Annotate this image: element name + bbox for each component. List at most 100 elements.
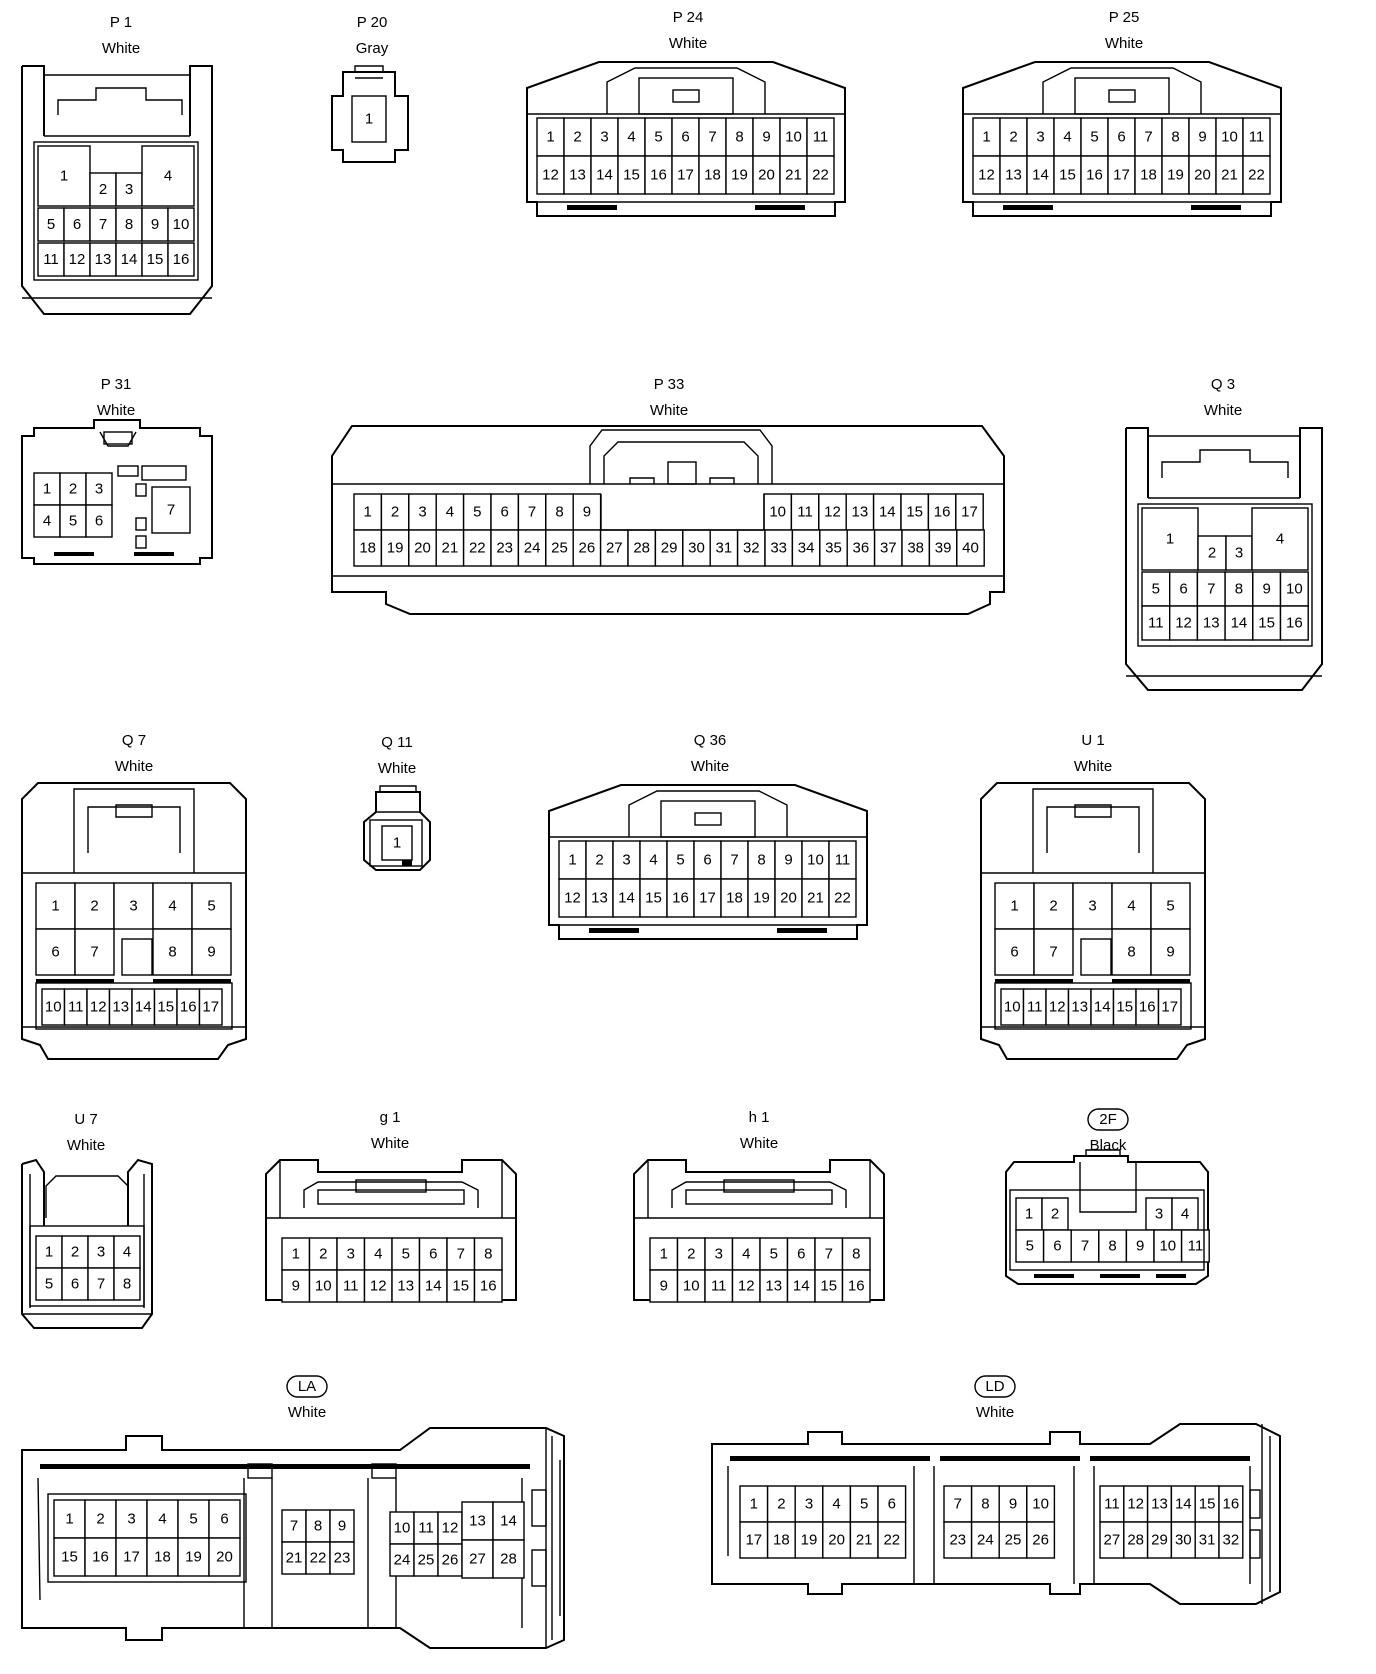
pin-number: 16 — [650, 167, 667, 184]
connector-color: White — [1074, 758, 1112, 775]
pin-number: 8 — [852, 1246, 860, 1263]
pin-number: 13 — [469, 1513, 486, 1530]
pin-cavity — [391, 1269, 421, 1303]
pin-number: 33 — [770, 540, 787, 557]
pin-cavity — [1026, 1485, 1056, 1523]
pin-number: 4 — [832, 1496, 840, 1513]
housing-detail — [135, 517, 147, 531]
pin-number: 21 — [785, 167, 802, 184]
pin-number: 4 — [1127, 898, 1135, 915]
pin-number: 27 — [1104, 1532, 1121, 1549]
pin-cavity — [1196, 571, 1226, 607]
pin-number: 17 — [1161, 999, 1178, 1016]
pin-number: 19 — [1167, 167, 1184, 184]
pin-number: 1 — [660, 1246, 668, 1263]
pin-number: 22 — [1248, 167, 1265, 184]
pin-number: 11 — [68, 999, 84, 1016]
pin-number: 35 — [825, 540, 842, 557]
pin-cavity — [1125, 1229, 1155, 1263]
pin-cavity — [381, 825, 413, 861]
connector-name: P 24 — [673, 9, 704, 26]
housing-rail — [1003, 205, 1053, 210]
connector-name: Q 3 — [1211, 376, 1235, 393]
pin-number: 19 — [753, 890, 770, 907]
pin-number: 5 — [1152, 581, 1160, 598]
pin-number: 22 — [812, 167, 829, 184]
pin-number: 10 — [45, 999, 62, 1016]
housing-rail — [755, 205, 805, 210]
pin-number: 13 — [397, 1278, 414, 1295]
pin-number: 12 — [69, 251, 86, 268]
pin-cavity — [814, 1237, 844, 1271]
pin-number: 4 — [446, 504, 454, 521]
pin-cavity — [877, 1485, 907, 1523]
pin-number: 10 — [683, 1278, 700, 1295]
connector-badge — [974, 1375, 1016, 1398]
housing-detail — [141, 465, 187, 481]
pin-number: 12 — [1049, 999, 1066, 1016]
pin-cavity — [956, 529, 985, 567]
pin-number: 15 — [61, 1549, 78, 1566]
pin-number: 1 — [292, 1246, 300, 1263]
pin-number: 2 — [96, 1511, 104, 1528]
pin-number: 17 — [745, 1532, 762, 1549]
pin-number: 6 — [1010, 944, 1018, 961]
pin-number: 12 — [1127, 1496, 1144, 1513]
pin-number: 10 — [1221, 129, 1238, 146]
pin-number: 14 — [618, 890, 635, 907]
pin-cavity — [972, 117, 1001, 157]
pin-number: 3 — [715, 1246, 723, 1263]
pin-cavity — [639, 878, 668, 918]
pin-number: 8 — [1235, 581, 1243, 598]
pin-number: 15 — [645, 890, 662, 907]
pin-number: 7 — [457, 1246, 465, 1263]
pin-cavity — [873, 529, 903, 567]
pin-number: 12 — [564, 890, 581, 907]
connector-name: U 1 — [1081, 732, 1104, 749]
housing-outline — [57, 87, 183, 115]
pin-number: 11 — [711, 1278, 727, 1295]
connector-name: LA — [298, 1378, 316, 1395]
pin-cavity — [1026, 117, 1055, 157]
pin-number: 17 — [1113, 167, 1130, 184]
pin-number: 17 — [677, 167, 694, 184]
pin-cavity — [141, 145, 195, 207]
pin-cavity — [994, 882, 1035, 930]
pin-cavity — [786, 1269, 816, 1303]
pin-number: 34 — [798, 540, 815, 557]
pin-cavity — [152, 928, 193, 976]
housing-outline — [1161, 449, 1289, 478]
pin-number: 21 — [442, 540, 459, 557]
pin-number: 7 — [954, 1496, 962, 1513]
pin-number: 2 — [687, 1246, 695, 1263]
pin-number: 9 — [1198, 129, 1206, 146]
housing-rail — [730, 1456, 930, 1461]
connector-name: P 25 — [1109, 9, 1140, 26]
pin-number: 7 — [97, 1276, 105, 1293]
pin-cavity — [766, 1485, 796, 1523]
pin-number: 19 — [731, 167, 748, 184]
pin-number: 11 — [835, 852, 851, 869]
pin-number: 15 — [452, 1278, 469, 1295]
pin-cavity — [1134, 155, 1163, 195]
pin-number: 12 — [442, 1520, 459, 1537]
pin-cavity — [590, 117, 619, 157]
pin-number: 6 — [220, 1511, 228, 1528]
pin-cavity — [649, 1269, 679, 1303]
pin-number: 40 — [962, 540, 979, 557]
pin-cavity — [791, 529, 821, 567]
housing-rail — [402, 860, 412, 866]
pin-number: 1 — [982, 129, 990, 146]
pin-number: 1 — [43, 481, 51, 498]
housing-outline — [1032, 788, 1154, 873]
pin-number: 8 — [1108, 1238, 1116, 1255]
pin-number: 22 — [469, 540, 486, 557]
pin-number: 4 — [1181, 1206, 1189, 1223]
pin-cavity — [87, 1267, 115, 1301]
pin-cavity — [536, 155, 565, 195]
pin-number: 11 — [1027, 999, 1043, 1016]
housing-outline — [606, 67, 766, 114]
